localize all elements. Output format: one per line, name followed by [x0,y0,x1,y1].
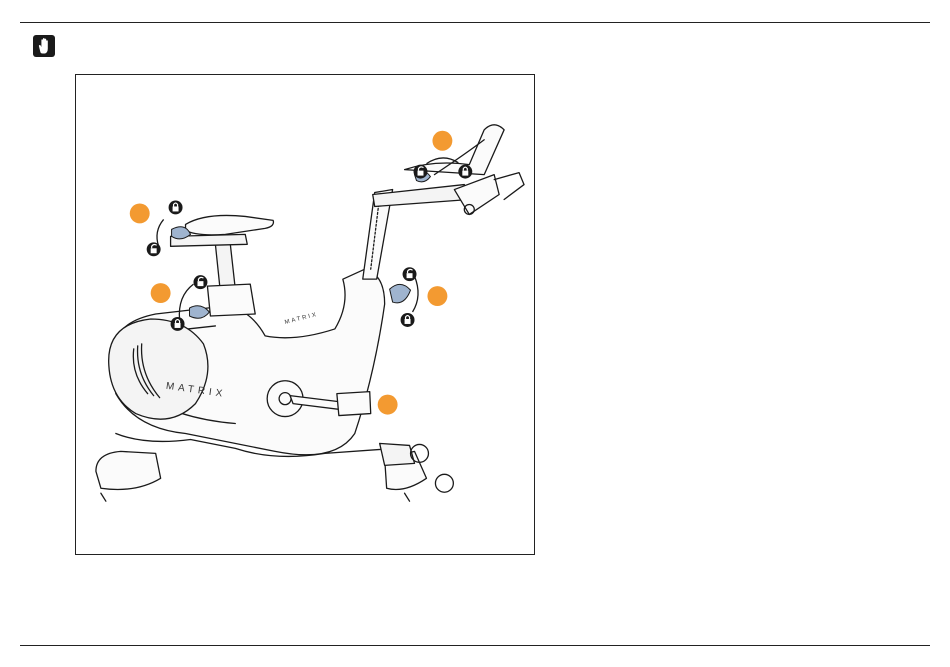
callout-seat-adjust [130,203,150,223]
bottom-rule [20,645,930,646]
callout-handlebar-adjust [432,131,452,151]
unlock-icon [403,267,417,281]
lock-icon [171,317,185,331]
bike-adjustment-figure: MATRIX MATRIX [75,74,535,555]
top-rule [20,22,930,23]
callout-handlebar-post-height [427,286,447,306]
unlock-icon [193,275,207,289]
handlebar-post-arrow [413,276,419,312]
unlock-icon [147,242,161,256]
lock-icon [458,165,472,179]
seat-arrow [157,219,164,246]
unlock-icon [414,165,428,179]
handlebar-post-knob [390,284,411,302]
callout-resistance-lever [378,395,398,415]
brand-logo-small: MATRIX [284,312,319,326]
lock-icon [169,200,183,214]
lock-icon [401,313,415,327]
hand-stop-icon [33,35,55,57]
callout-seat-post-height [151,283,171,303]
bike-illustration: MATRIX MATRIX [76,75,534,554]
